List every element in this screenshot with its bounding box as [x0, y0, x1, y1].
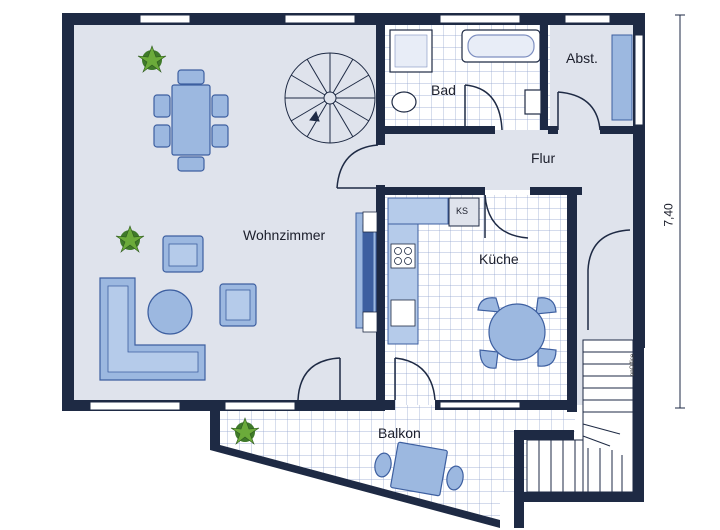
chair-icon [153, 124, 171, 148]
doors [297, 84, 631, 401]
chair-icon [211, 94, 229, 118]
fridge-icon [448, 197, 480, 227]
staircase [526, 339, 634, 493]
dining-table [153, 69, 229, 172]
kitchen-sink-icon [390, 299, 416, 327]
shelf-icon [611, 34, 633, 121]
plant-icon [137, 45, 167, 73]
chair-icon [537, 347, 557, 367]
room-label-flur: Flur [531, 150, 556, 166]
brand-label: onOffice [630, 353, 637, 377]
chair-icon [477, 297, 501, 313]
chair-icon [177, 156, 205, 172]
door-wohnzimmer-flur [336, 144, 379, 189]
door-kueche-balkon [394, 357, 436, 401]
lounge [99, 235, 257, 381]
kitchen-table [477, 297, 557, 369]
chair-icon [479, 349, 499, 369]
dimension-height-label: 7,40 [661, 203, 676, 227]
kitchen-counter [387, 197, 480, 345]
room-label-bad: Bad [431, 82, 456, 98]
coffee-table-icon [147, 289, 193, 335]
room-label-wohnzimmer: Wohnzimmer [243, 227, 326, 243]
room-label-balkon: Balkon [378, 425, 421, 441]
chair-icon [177, 69, 205, 85]
door-abst [557, 91, 601, 131]
dimension-line [675, 14, 685, 409]
chair-icon [374, 452, 392, 478]
plant-icon [230, 417, 260, 445]
sink-icon [524, 89, 542, 115]
chair-icon [153, 94, 171, 118]
door-wohnzimmer-balkon [297, 357, 341, 401]
radiator-icon [362, 211, 378, 333]
plant-icon [115, 225, 145, 253]
door-kueche [484, 194, 529, 239]
door-bad [464, 84, 503, 131]
room-label-kueche: Küche [479, 251, 519, 267]
fridge-label: KS [456, 206, 469, 216]
spiral-staircase [284, 52, 376, 144]
chair-icon [211, 124, 229, 148]
stove-icon [390, 243, 416, 269]
chair-icon [446, 465, 464, 491]
balcony-table [374, 441, 464, 497]
door-flur-main [587, 229, 631, 271]
chair-icon [535, 297, 557, 315]
room-label-abst: Abst. [566, 50, 598, 66]
windows [89, 14, 644, 411]
bathroom-fixtures [389, 29, 542, 115]
toilet-icon [391, 91, 417, 113]
